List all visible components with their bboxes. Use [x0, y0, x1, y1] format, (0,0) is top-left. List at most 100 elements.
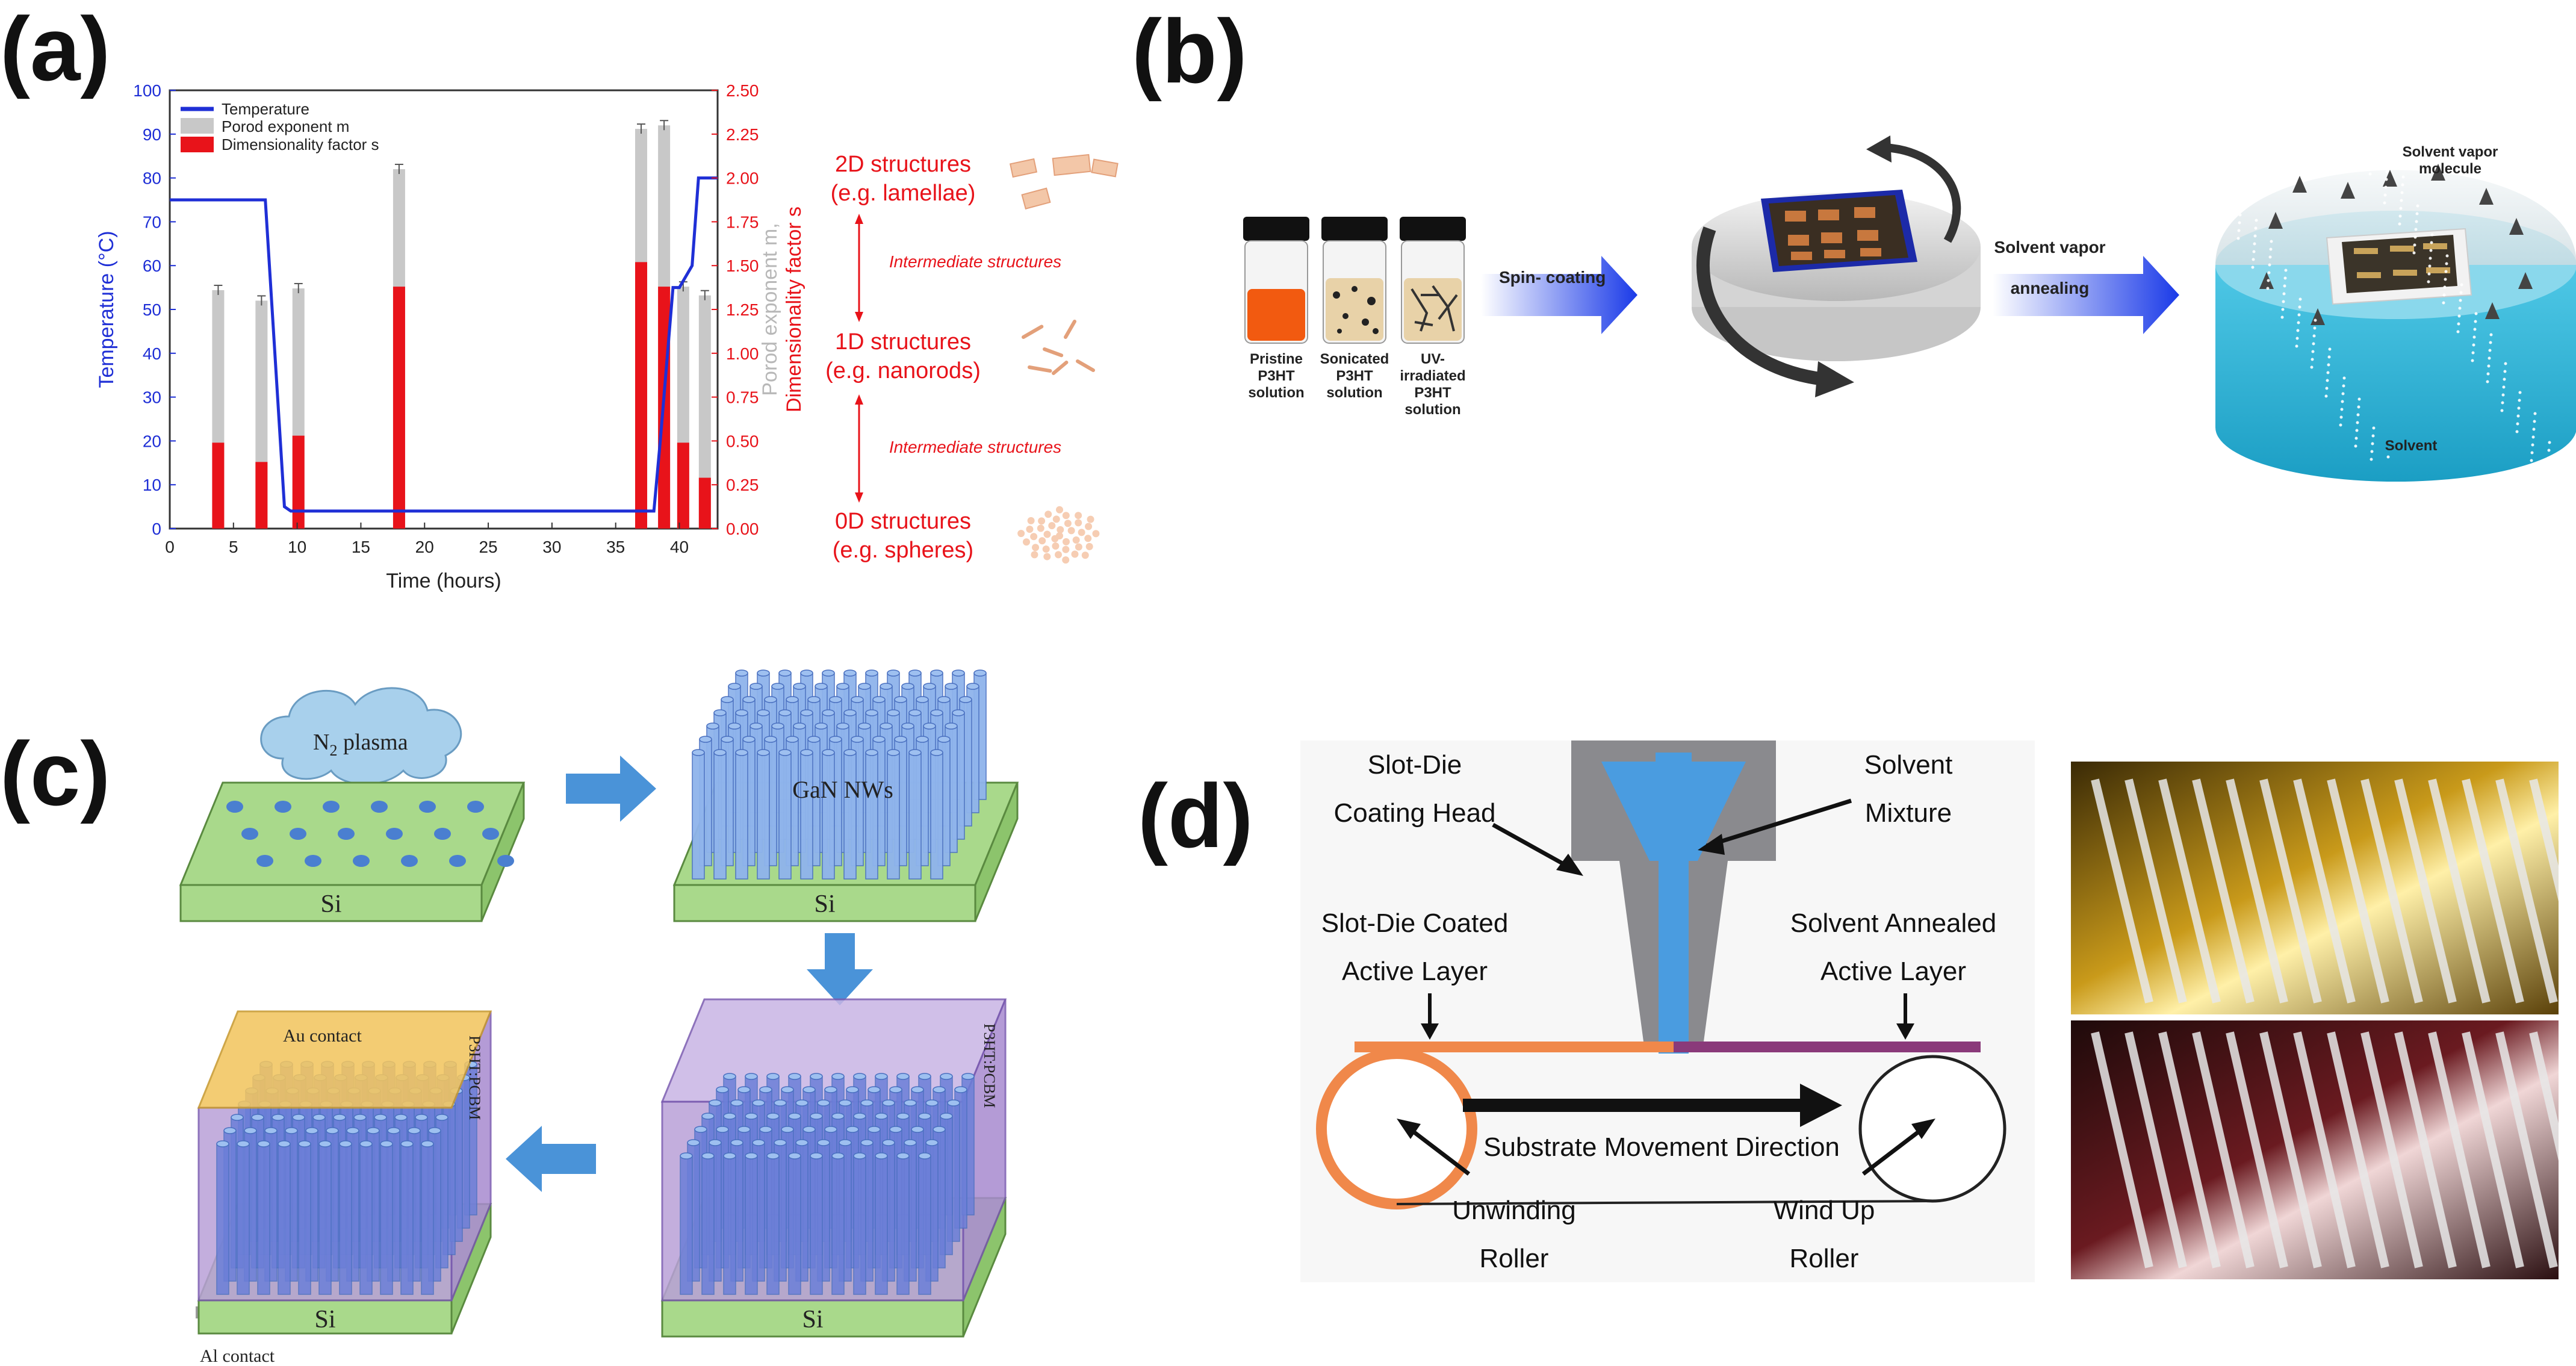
y-left-tick-label: 30	[143, 388, 161, 407]
solvent-annealing-label-1: Solvent vapor	[1994, 238, 2105, 256]
si-substrate-1	[179, 781, 526, 922]
solvent-mixture-label-2: Mixture	[1865, 798, 1952, 828]
y-right-axis-label-2: Dimensionality factor s	[783, 206, 805, 412]
unwinding-roller	[1316, 1048, 1477, 1209]
solvent-mixture-label-1: Solvent	[1864, 750, 1953, 780]
panel-b-scheme: Pristine P3HT solution Sonicated P3HT so…	[1243, 135, 2576, 482]
x-tick-label: 35	[606, 538, 625, 556]
dimensionality-bar	[698, 477, 711, 529]
y-right-axis-label-1: Porod exponent m,	[759, 223, 781, 396]
y-right-tick-label: 0.50	[726, 432, 759, 450]
coating-head-label-2: Coating Head	[1333, 798, 1495, 828]
structure-2d-example: (e.g. lamellae)	[831, 181, 976, 206]
y-right-tick-label: 0.00	[726, 520, 759, 538]
legend-dimensionality: Dimensionality factor s	[222, 135, 379, 154]
al-contact-label: Al contact	[200, 1346, 275, 1366]
vial-sonicated-label-1: Sonicated	[1320, 351, 1389, 367]
solvent-annealing-arrow	[1993, 256, 2179, 334]
legend-temperature: Temperature	[222, 100, 309, 118]
si-label-2: Si	[814, 890, 835, 918]
vial-uv-label-2: irradiated	[1400, 368, 1465, 384]
x-tick-label: 15	[352, 538, 370, 556]
intermediate-2: Intermediate structures	[889, 438, 1061, 456]
n2-plasma-cloud	[260, 687, 462, 785]
wind-up-roller	[1858, 1055, 2006, 1203]
structure-0d-example: (e.g. spheres)	[833, 538, 973, 563]
structure-1d-example: (e.g. nanorods)	[825, 358, 981, 383]
y-left-tick-label: 100	[133, 81, 161, 100]
legend-dim-swatch	[181, 137, 214, 152]
y-right-tick-label: 0.75	[726, 388, 759, 407]
si-label-3: Si	[802, 1306, 823, 1333]
y-right-tick-label: 1.00	[726, 344, 759, 363]
y-right-tick-label: 1.50	[726, 256, 759, 275]
x-tick-label: 25	[479, 538, 497, 556]
spheres-sketch	[1017, 506, 1100, 564]
vial-uv-label-3: P3HT	[1414, 385, 1451, 401]
x-tick-label: 10	[288, 538, 306, 556]
au-contact-label: Au contact	[283, 1026, 362, 1046]
annealed-layer	[1674, 1042, 1981, 1052]
spin-coater	[1692, 135, 1981, 397]
legend-porod: Porod exponent m	[222, 117, 349, 135]
direction-arrow	[1463, 1099, 1806, 1112]
y-right-tick-label: 0.25	[726, 476, 759, 494]
panel-a-letter: (a)	[0, 0, 111, 99]
annealing-chamber	[2215, 161, 2576, 482]
n2-plasma-label: N2 plasma	[313, 730, 408, 759]
y-left-tick-label: 70	[143, 213, 161, 231]
unwinding-label-1: Unwinding	[1452, 1196, 1575, 1225]
coated-layer-label-2: Active Layer	[1342, 957, 1488, 986]
y-right-tick-label: 2.00	[726, 169, 759, 188]
vial-sonicated	[1321, 217, 1388, 344]
panel-d-letter: (d)	[1138, 765, 1253, 866]
step-arrow-1	[566, 756, 656, 822]
structures-annotation: 2D structures (e.g. lamellae) Intermedia…	[825, 152, 1061, 563]
y-left-tick-label: 10	[143, 476, 161, 494]
panel-c-letter: (c)	[0, 723, 111, 824]
nanorods-sketch	[1022, 320, 1095, 375]
si-label-4: Si	[314, 1306, 335, 1333]
panel-b-letter: (b)	[1132, 1, 1247, 102]
spin-coating-label: Spin- coating	[1499, 268, 1606, 287]
y-left-tick-label: 60	[143, 256, 161, 275]
vial-sonicated-label-3: solution	[1326, 385, 1382, 401]
si-label-1: Si	[320, 890, 341, 918]
y-right-tick-label: 1.25	[726, 300, 759, 319]
vial-pristine-label-1: Pristine	[1250, 351, 1303, 367]
dimensionality-bar	[677, 442, 689, 529]
annealed-layer-label-2: Active Layer	[1820, 957, 1966, 986]
vial-sonicated-label-2: P3HT	[1336, 368, 1373, 384]
structure-0d: 0D structures	[835, 509, 971, 534]
gan-nws-label: GaN NWs	[792, 776, 893, 803]
x-axis-label: Time (hours)	[386, 570, 501, 592]
x-tick-label: 40	[670, 538, 689, 556]
y-left-tick-label: 90	[143, 125, 161, 144]
device-with-contacts	[196, 1010, 492, 1335]
porod-bar	[698, 295, 711, 529]
y-right-tick-label: 2.50	[726, 81, 759, 100]
wind-up-label-1: Wind Up	[1774, 1196, 1875, 1225]
dimensionality-bar	[635, 262, 648, 529]
x-tick-label: 5	[229, 538, 238, 556]
legend-porod-swatch	[181, 118, 214, 134]
solvent-annealing-label-2: annealing	[2011, 279, 2090, 297]
unwinding-label-2: Roller	[1480, 1244, 1549, 1273]
vial-pristine-label-3: solution	[1248, 385, 1304, 401]
coating-head-label-1: Slot-Die	[1368, 750, 1462, 780]
dimensionality-bar	[255, 462, 268, 529]
y-left-tick-label: 20	[143, 432, 161, 450]
vial-uv-label-4: solution	[1404, 402, 1460, 418]
direction-label: Substrate Movement Direction	[1483, 1132, 1840, 1162]
temperature-line	[170, 176, 718, 513]
wind-up-label-2: Roller	[1790, 1244, 1859, 1273]
y-left-axis-label: Temperature (°C)	[95, 231, 118, 388]
panel-c-scheme: N2 plasma Si GaN NWs Si P3HT:PCBM Si	[179, 669, 1019, 1366]
coated-layer-label-1: Slot-Die Coated	[1321, 908, 1509, 938]
vial-uv-label-1: UV-	[1421, 351, 1445, 367]
step-arrow-3	[506, 1126, 596, 1192]
step-arrow-2	[807, 933, 873, 1005]
y-left-tick-label: 80	[143, 169, 161, 188]
spin-coating-arrow	[1481, 256, 1637, 334]
